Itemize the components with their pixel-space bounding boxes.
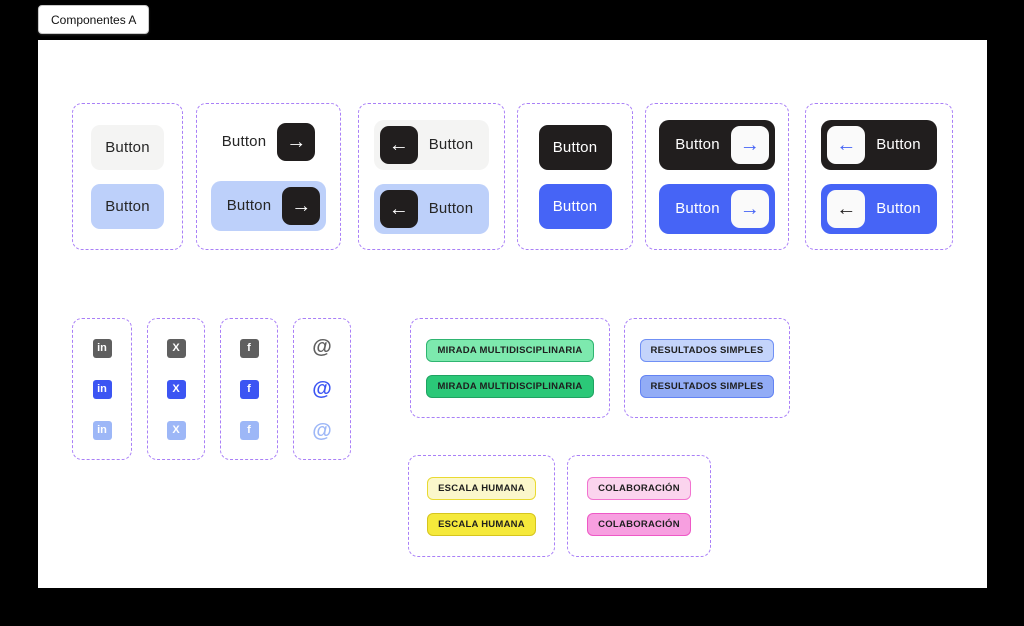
button-label: Button bbox=[105, 197, 150, 215]
at-icon-blue[interactable]: @ bbox=[312, 379, 332, 399]
button-label: Button bbox=[876, 200, 921, 217]
facebook-glyph: f bbox=[247, 424, 251, 436]
tag-escala-light: ESCALA HUMANA bbox=[427, 476, 536, 500]
tag-group-escala: ESCALA HUMANA ESCALA HUMANA bbox=[408, 455, 555, 557]
button-dark-arrow-left[interactable]: ← Button bbox=[821, 119, 937, 170]
arrow-right-icon: → bbox=[730, 189, 769, 228]
social-group-x: X X X bbox=[147, 318, 205, 460]
linkedin-icon-dark[interactable]: in bbox=[92, 338, 112, 358]
facebook-glyph: f bbox=[247, 342, 251, 354]
facebook-icon-lightblue[interactable]: f bbox=[239, 420, 259, 440]
button-group-solid: Button Button bbox=[517, 103, 633, 250]
tag-resultados-solid: RESULTADOS SIMPLES bbox=[639, 374, 775, 398]
arrow-left-icon: ← bbox=[379, 125, 418, 164]
tab-label: Componentes A bbox=[51, 12, 137, 27]
tag-colaboracion-solid: COLABORACIÓN bbox=[587, 512, 691, 536]
button-arrow-right-plain[interactable]: Button → bbox=[221, 122, 316, 161]
button-lightblue[interactable]: Button bbox=[91, 183, 164, 229]
button-group-solid-arrow-right: Button → Button → bbox=[645, 103, 789, 250]
arrow-right-glyph: → bbox=[291, 194, 312, 217]
button-group-tonal: Button Button bbox=[72, 103, 183, 250]
linkedin-glyph: in bbox=[97, 383, 107, 395]
at-glyph: @ bbox=[312, 378, 332, 400]
button-label: Button bbox=[428, 136, 474, 153]
x-icon-blue[interactable]: X bbox=[166, 379, 186, 399]
tag-group-colaboracion: COLABORACIÓN COLABORACIÓN bbox=[567, 455, 711, 557]
tag-escala-solid: ESCALA HUMANA bbox=[427, 512, 536, 536]
arrow-left-icon: ← bbox=[827, 189, 866, 228]
x-glyph: X bbox=[172, 424, 180, 436]
tab-componentes-a[interactable]: Componentes A bbox=[38, 5, 150, 34]
tag-mirada-solid: MIRADA MULTIDISCIPLINARIA bbox=[426, 374, 594, 398]
button-blue-arrow-right[interactable]: Button → bbox=[659, 183, 775, 234]
button-label: Button bbox=[105, 138, 150, 156]
button-group-arrow-right-light: Button → Button → bbox=[196, 103, 341, 250]
tag-colaboracion-light: COLABORACIÓN bbox=[587, 476, 691, 500]
button-arrow-right-lightblue[interactable]: Button → bbox=[210, 180, 327, 231]
tag-mirada-light: MIRADA MULTIDISCIPLINARIA bbox=[426, 338, 594, 362]
button-dark[interactable]: Button bbox=[538, 124, 612, 170]
arrow-right-glyph: → bbox=[286, 130, 307, 153]
arrow-right-icon: → bbox=[730, 125, 769, 164]
button-label: Button bbox=[552, 197, 598, 215]
arrow-right-icon: → bbox=[277, 122, 316, 161]
x-glyph: X bbox=[172, 342, 180, 354]
arrow-left-icon: ← bbox=[827, 125, 866, 164]
button-blue-arrow-left[interactable]: ← Button bbox=[821, 183, 937, 234]
tag-resultados-light: RESULTADOS SIMPLES bbox=[639, 338, 775, 362]
facebook-glyph: f bbox=[247, 383, 251, 395]
arrow-left-glyph: ← bbox=[388, 133, 409, 156]
x-glyph: X bbox=[172, 383, 180, 395]
social-group-at: @ @ @ bbox=[293, 318, 351, 460]
arrow-left-icon: ← bbox=[379, 189, 418, 228]
tag-group-resultados: RESULTADOS SIMPLES RESULTADOS SIMPLES bbox=[624, 318, 790, 418]
button-group-arrow-left-light: ← Button ← Button bbox=[358, 103, 505, 250]
button-dark-arrow-right[interactable]: Button → bbox=[659, 119, 775, 170]
arrow-right-glyph: → bbox=[739, 197, 760, 220]
arrow-right-glyph: → bbox=[739, 133, 760, 156]
at-glyph: @ bbox=[312, 336, 332, 358]
button-group-solid-arrow-left: ← Button ← Button bbox=[805, 103, 953, 250]
button-label: Button bbox=[221, 133, 267, 150]
linkedin-glyph: in bbox=[97, 424, 107, 436]
button-lightgray[interactable]: Button bbox=[91, 124, 164, 170]
x-icon-lightblue[interactable]: X bbox=[166, 420, 186, 440]
arrow-left-glyph: ← bbox=[836, 197, 857, 220]
button-label: Button bbox=[226, 197, 272, 214]
arrow-left-glyph: ← bbox=[388, 197, 409, 220]
button-arrow-left-lightgray[interactable]: ← Button bbox=[373, 119, 490, 170]
design-canvas: Button Button Button → Button → ← Button bbox=[38, 40, 987, 588]
arrow-left-glyph: ← bbox=[836, 133, 857, 156]
linkedin-icon-lightblue[interactable]: in bbox=[92, 420, 112, 440]
facebook-icon-dark[interactable]: f bbox=[239, 338, 259, 358]
button-blue[interactable]: Button bbox=[538, 183, 612, 229]
linkedin-icon-blue[interactable]: in bbox=[92, 379, 112, 399]
social-group-facebook: f f f bbox=[220, 318, 278, 460]
button-arrow-left-lightblue[interactable]: ← Button bbox=[373, 183, 490, 234]
button-label: Button bbox=[552, 138, 598, 156]
social-group-linkedin: in in in bbox=[72, 318, 132, 460]
button-label: Button bbox=[675, 200, 720, 217]
linkedin-glyph: in bbox=[97, 342, 107, 354]
button-label: Button bbox=[675, 136, 720, 153]
button-label: Button bbox=[428, 200, 474, 217]
at-icon-dark[interactable]: @ bbox=[312, 337, 332, 357]
at-glyph: @ bbox=[312, 420, 332, 442]
x-icon-dark[interactable]: X bbox=[166, 338, 186, 358]
facebook-icon-blue[interactable]: f bbox=[239, 379, 259, 399]
at-icon-lightblue[interactable]: @ bbox=[312, 421, 332, 441]
button-label: Button bbox=[876, 136, 921, 153]
tag-group-mirada: MIRADA MULTIDISCIPLINARIA MIRADA MULTIDI… bbox=[410, 318, 610, 418]
arrow-right-icon: → bbox=[282, 186, 321, 225]
